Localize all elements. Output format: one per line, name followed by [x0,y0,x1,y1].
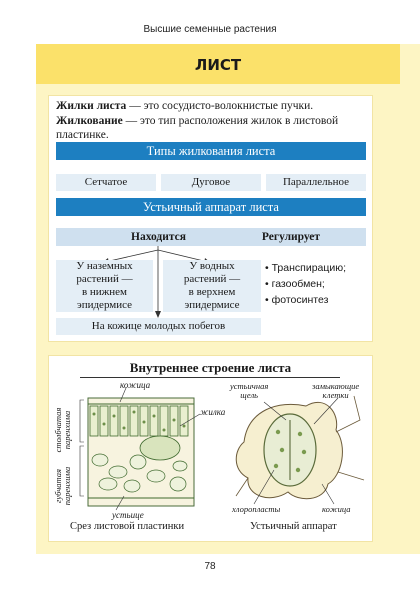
caption-leaf-section: Срез листовой пластинки [70,521,185,532]
regulates-label: Регулирует [216,228,366,246]
label-slit-line2: щель [240,390,259,400]
leaf-diagrams [79,387,365,511]
regulates-list: Транспирацию; газообмен; фотосинтез [265,260,365,308]
page-number: 78 [204,561,216,572]
structure-heading: Внутреннее строение листа [129,360,292,375]
location-land-line4: эпидермисе [76,299,133,311]
regulates-item: фотосинтез [265,292,365,308]
location-land-line2: растений — [76,273,133,285]
label-stomatal-slit: устьичная щель [230,382,268,400]
label-epidermis: кожица [322,504,351,514]
definition-venation: Жилкование — это тип расположения жилок … [56,114,366,142]
leaf-section-illustration [79,387,201,511]
label-vein: жилка [200,407,226,417]
label-stoma: устьице [112,510,144,520]
venation-reticulate: Сетчатое [56,174,156,191]
term-veins: Жилки листа [56,100,127,112]
location-young-shoots: На кожице молодых побегов [56,318,261,335]
text-veins: — это сосудисто-волокнистые пучки. [126,100,314,112]
location-aquatic-line1: У водных [189,260,235,272]
label-skin-top: кожица [120,380,151,390]
label-spongy-line2: паренхима [62,466,72,506]
location-land-plants: У наземных растений — в нижнем эпидермис… [56,260,153,312]
label-chloroplasts: хлоропласты [232,504,281,514]
location-aquatic-line4: эпидермисе [184,299,240,311]
caption-stomatal-apparatus: Устьичный аппарат [250,521,337,532]
venation-parallel: Параллельное [266,174,366,191]
label-guard-cells: замыкающие клетки [312,382,359,400]
label-guard-line1: замыкающие [312,381,360,391]
label-spongy: губчатая паренхима [53,460,72,512]
definition-veins: Жилки листа — это сосудисто-волокнистые … [56,99,366,113]
running-header: Высшие семенные растения [143,24,277,35]
regulates-item: газообмен; [265,276,365,292]
location-aquatic-line2: растений — [183,273,241,285]
located-label: Находится [56,228,261,246]
margin-strip [400,44,420,554]
stoma-illustration [235,395,365,505]
location-aquatic-line3: в верхнем [188,286,236,298]
text-venation: — это тип расположения жилок в листовой … [56,115,339,141]
page-title: ЛИСТ [194,56,242,74]
venation-heading: Типы жилкования листа [56,142,366,160]
venation-arcuate: Дуговое [161,174,261,191]
location-aquatic-plants: У водных растений — в верхнем эпидермисе [163,260,261,312]
label-palisade-line2: паренхима [62,410,72,450]
regulates-item: Транспирацию; [265,260,365,276]
term-venation: Жилкование [56,115,123,127]
label-palisade: столбчатая паренхима [53,400,72,460]
label-slit-line1: устьичная [230,381,269,391]
label-guard-line2: клетки [322,390,349,400]
stomata-heading: Устьичный аппарат листа [56,198,366,216]
structure-heading-rule [80,377,340,378]
location-land-line1: У наземных [76,260,133,272]
title-band: ЛИСТ [36,44,400,84]
location-land-line3: в нижнем [81,286,128,298]
